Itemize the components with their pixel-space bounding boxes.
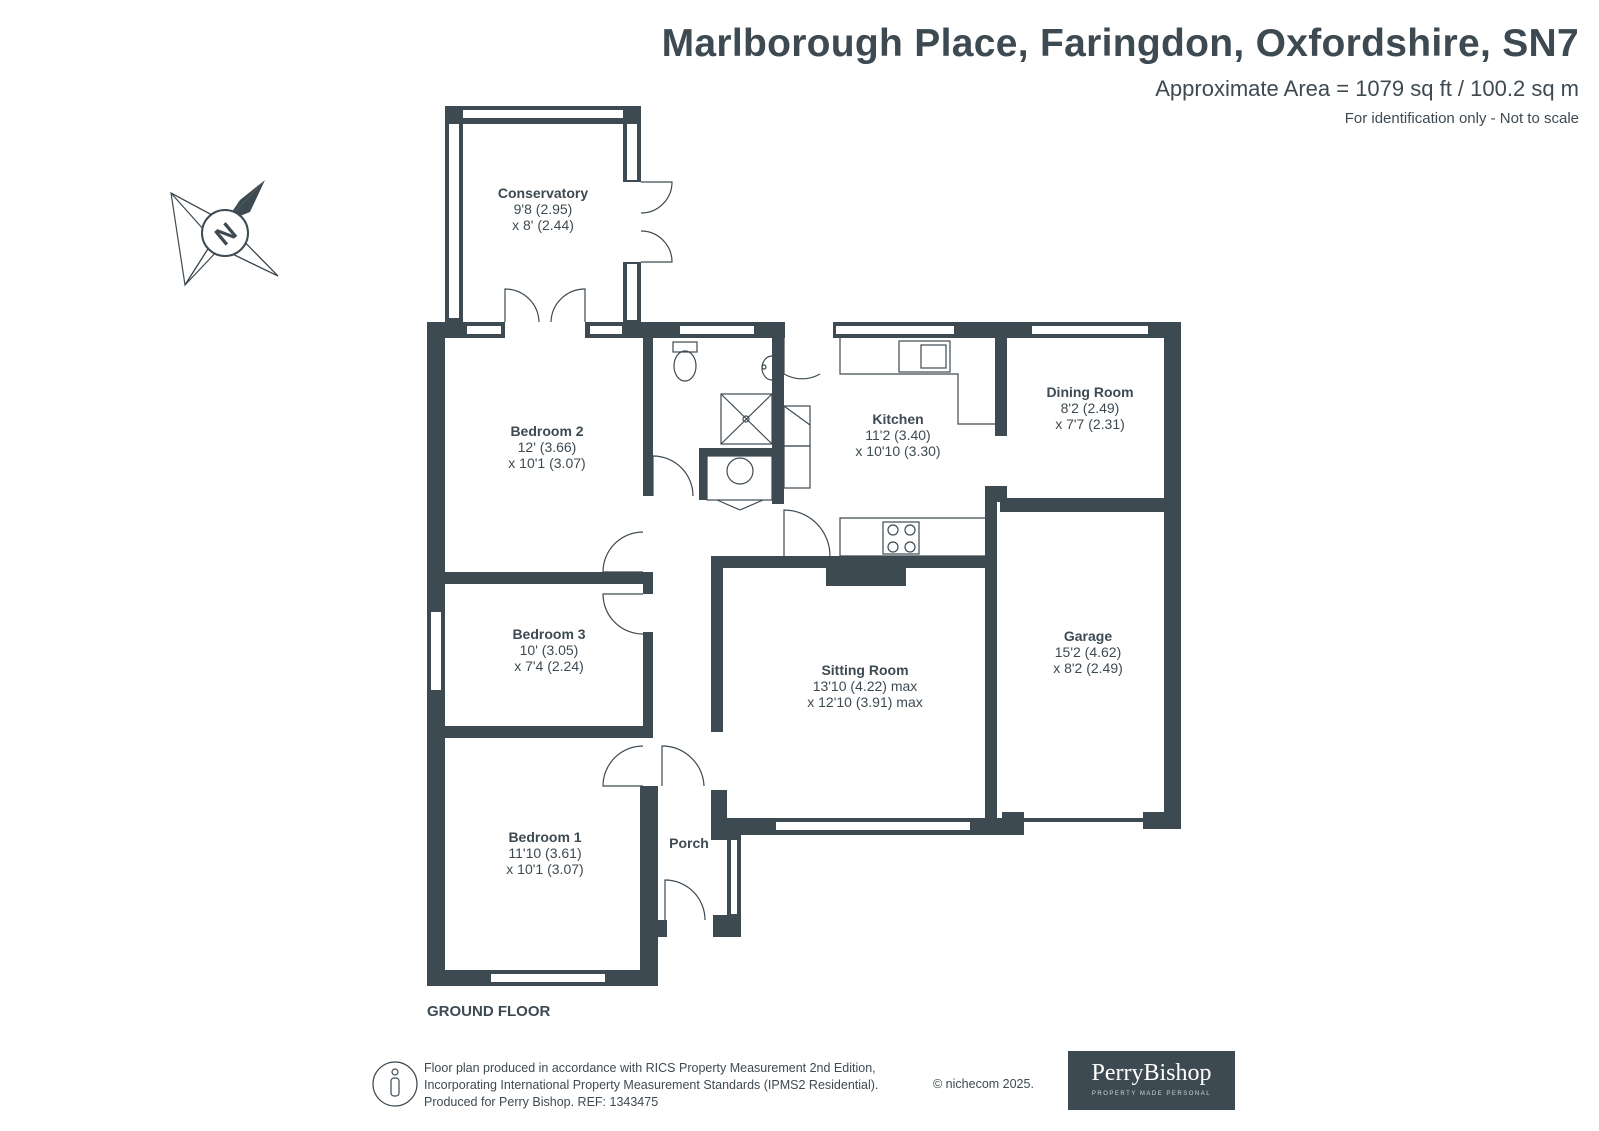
svg-text:10' (3.05): 10' (3.05): [520, 642, 579, 658]
room-kitchen: Kitchen 11'2 (3.40) x 10'10 (3.30): [855, 411, 940, 459]
room-bedroom-2: Bedroom 2 12' (3.66) x 10'1 (3.07): [508, 423, 585, 471]
room-bedroom-1: Bedroom 1 11'10 (3.61) x 10'1 (3.07): [506, 829, 583, 877]
floor-label: GROUND FLOOR: [427, 1003, 551, 1020]
svg-text:11'2 (3.40): 11'2 (3.40): [865, 427, 930, 443]
footer-line-2: Incorporating International Property Mea…: [424, 1078, 879, 1092]
measurement-info-icon: [372, 1061, 418, 1107]
fittings: [672, 338, 995, 585]
svg-text:11'10 (3.61): 11'10 (3.61): [508, 845, 581, 861]
svg-text:x 7'4 (2.24): x 7'4 (2.24): [514, 658, 584, 674]
svg-text:Bedroom 1: Bedroom 1: [508, 829, 581, 845]
footer-line-3: Produced for Perry Bishop. REF: 1343475: [424, 1095, 659, 1109]
logo-name: PerryBishop: [1091, 1060, 1212, 1086]
svg-text:15'2 (4.62): 15'2 (4.62): [1055, 644, 1122, 660]
svg-text:x 12'10 (3.91) max: x 12'10 (3.91) max: [807, 694, 923, 710]
room-sitting: Sitting Room 13'10 (4.22) max x 12'10 (3…: [807, 662, 923, 710]
disclaimer-note: For identification only - Not to scale: [1344, 110, 1579, 127]
svg-text:Garage: Garage: [1064, 628, 1112, 644]
svg-text:x 10'1 (3.07): x 10'1 (3.07): [506, 861, 583, 877]
room-bedroom-3: Bedroom 3 10' (3.05) x 7'4 (2.24): [512, 626, 585, 674]
svg-text:9'8 (2.95): 9'8 (2.95): [514, 201, 573, 217]
compass-icon: N: [170, 180, 279, 287]
logo-tagline: PROPERTY MADE PERSONAL: [1091, 1091, 1212, 1097]
perry-bishop-logo: PerryBishop PROPERTY MADE PERSONAL: [1068, 1051, 1235, 1110]
svg-text:8'2 (2.49): 8'2 (2.49): [1061, 400, 1120, 416]
svg-text:Kitchen: Kitchen: [872, 411, 923, 427]
conservatory-walls: [445, 106, 641, 322]
room-porch: Porch: [669, 835, 709, 851]
svg-text:Dining Room: Dining Room: [1046, 384, 1133, 400]
svg-text:Bedroom 2: Bedroom 2: [510, 423, 583, 439]
page-title: Marlborough Place, Faringdon, Oxfordshir…: [661, 22, 1579, 65]
svg-text:13'10 (4.22) max: 13'10 (4.22) max: [813, 678, 918, 694]
svg-text:x 8' (2.44): x 8' (2.44): [512, 217, 574, 233]
svg-text:x 10'10 (3.30): x 10'10 (3.30): [855, 443, 940, 459]
footer-statement: Floor plan produced in accordance with R…: [424, 1060, 944, 1111]
svg-text:x 8'2 (2.49): x 8'2 (2.49): [1053, 660, 1123, 676]
approximate-area: Approximate Area = 1079 sq ft / 100.2 sq…: [1155, 76, 1579, 101]
room-garage: Garage 15'2 (4.62) x 8'2 (2.49): [1053, 628, 1123, 676]
footer-line-1: Floor plan produced in accordance with R…: [424, 1061, 876, 1075]
svg-text:Porch: Porch: [669, 835, 709, 851]
svg-text:Conservatory: Conservatory: [498, 185, 588, 201]
house-walls: [427, 322, 1181, 986]
room-dining: Dining Room 8'2 (2.49) x 7'7 (2.31): [1046, 384, 1133, 432]
copyright: © nichecom 2025.: [933, 1077, 1034, 1091]
room-conservatory: Conservatory 9'8 (2.95) x 8' (2.44): [498, 185, 588, 233]
door-swings: [602, 338, 831, 921]
svg-text:Sitting Room: Sitting Room: [821, 662, 908, 678]
svg-text:x 10'1 (3.07): x 10'1 (3.07): [508, 455, 585, 471]
svg-text:Bedroom 3: Bedroom 3: [512, 626, 585, 642]
svg-text:12' (3.66): 12' (3.66): [518, 439, 577, 455]
svg-text:x 7'7 (2.31): x 7'7 (2.31): [1055, 416, 1125, 432]
